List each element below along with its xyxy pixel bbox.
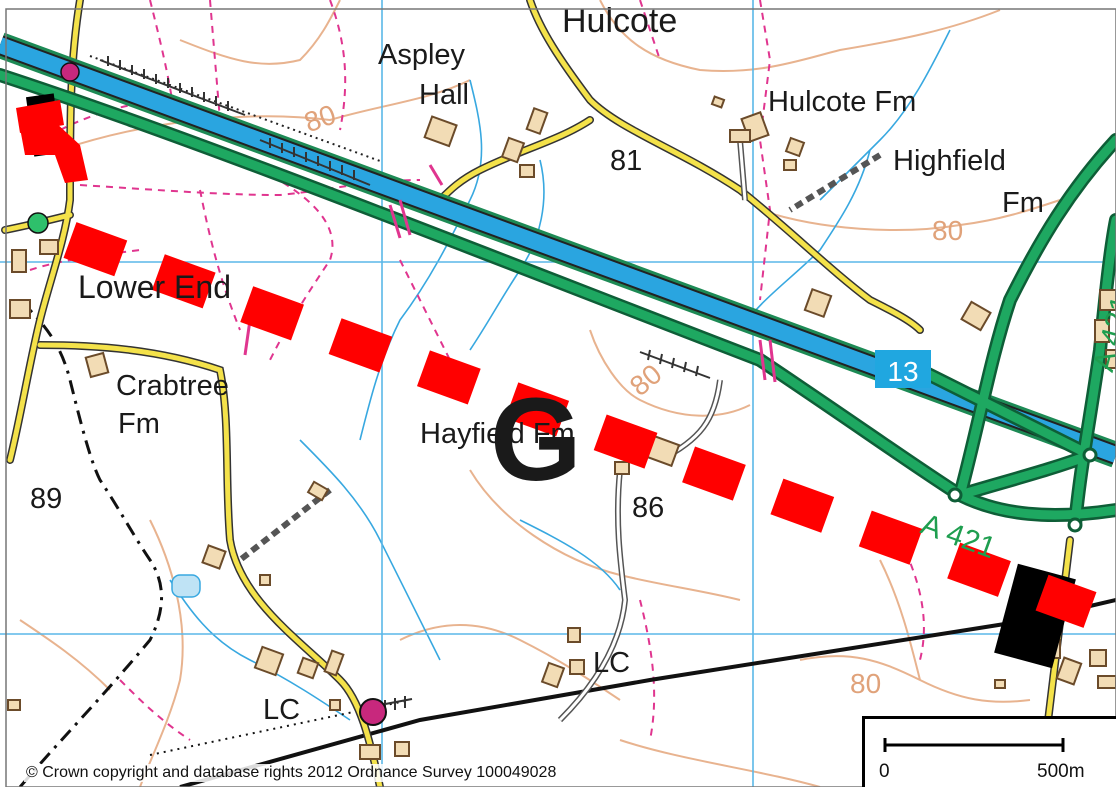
- map-frame: [5, 8, 1116, 787]
- place-labels: Hulcote Aspley Hall Hulcote Fm Highfield…: [78, 2, 1044, 726]
- label-hulcote-fm: Hulcote Fm: [768, 86, 916, 118]
- spot-heights: 81 86 89: [30, 145, 664, 524]
- scale-end-label: 500m: [1037, 761, 1085, 782]
- label-hulcote: Hulcote: [562, 2, 677, 40]
- label-hayfield-fm: Hayfield Fm: [420, 418, 575, 450]
- station-icon-top: [60, 62, 80, 82]
- label-aspley: Aspley: [378, 39, 466, 71]
- station-icon-green: [27, 212, 49, 234]
- junction-13-label: 13: [887, 356, 918, 387]
- label-highfield-fm: Fm: [1002, 187, 1044, 219]
- station-icon-purple: [359, 698, 387, 726]
- scale-bar-graphic: [883, 738, 1065, 752]
- label-crabtree-fm: Fm: [118, 408, 160, 440]
- buildings: [7, 95, 1116, 760]
- contour-label-80-d: 80: [850, 668, 881, 699]
- contour-label-80-b: 80: [932, 215, 963, 246]
- contour-label-80-a: 80: [300, 98, 340, 138]
- zone-letter: G: [490, 374, 582, 506]
- label-highfield: Highfield: [893, 145, 1006, 177]
- junction-13-badge: [875, 350, 931, 388]
- spot-height-86: 86: [632, 492, 664, 524]
- label-lc-east: LC: [593, 647, 630, 679]
- scale-bar: 0 500m: [862, 716, 1116, 787]
- route-line: [16, 93, 1097, 669]
- copyright-notice: © Crown copyright and database rights 20…: [24, 764, 559, 782]
- label-hall: Hall: [419, 79, 469, 111]
- contour-label-80-c: 80: [624, 358, 668, 402]
- spot-height-89: 89: [30, 483, 62, 515]
- scale-zero-label: 0: [879, 761, 890, 782]
- embankment-hatching: [99, 56, 711, 712]
- spot-height-81: 81: [610, 145, 642, 177]
- tracks: [238, 139, 882, 723]
- bridges: [243, 164, 777, 383]
- label-lower-end: Lower End: [78, 269, 231, 305]
- pond: [171, 574, 201, 598]
- trunk-roads: [0, 68, 1116, 533]
- label-crabtree: Crabtree: [116, 370, 229, 402]
- label-lc-west: LC: [263, 694, 300, 726]
